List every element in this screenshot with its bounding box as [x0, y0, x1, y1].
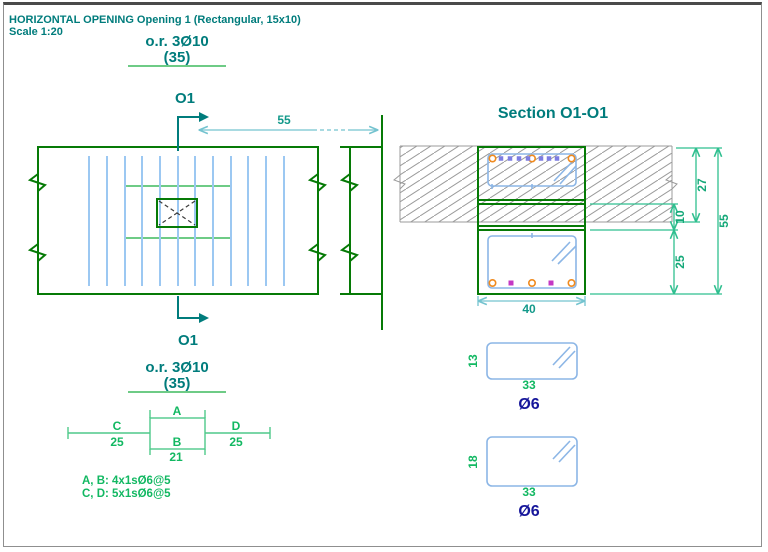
section-marker-top: O1 [175, 90, 209, 151]
drawing-title: HORIZONTAL OPENING Opening 1 (Rectangula… [9, 14, 301, 26]
stirrup-hook [552, 346, 571, 366]
section-marker-bottom: O1 [177, 296, 209, 349]
top-rebar-sections [488, 154, 576, 163]
plan-view: O1 O1 55 o.r. 3Ø10 (35) [27, 33, 383, 393]
section-marker-arrow [199, 112, 209, 122]
opening-rect [156, 198, 198, 228]
slab-rebar-lines [88, 156, 285, 286]
top-rebar-callout: o.r. 3Ø10 (35) [128, 33, 226, 67]
break-symbol [339, 173, 359, 192]
break-symbol [27, 173, 47, 192]
stirrup-schematic: A C D 25 25 B 21 A, B: 4x1sØ6@5 C, D: 5x… [67, 404, 271, 500]
stirrup1-width-dim: 33 [522, 378, 536, 392]
schematic-note-1: A, B: 4x1sØ6@5 [82, 475, 171, 487]
segment-c-dim: 25 [110, 435, 124, 449]
section-view: Section O1-O1 [393, 105, 731, 316]
stirrup2-diameter-label: Ø6 [518, 503, 539, 520]
segment-c-label: C [113, 419, 122, 433]
stirrup-hook [553, 161, 573, 182]
break-symbol [339, 243, 359, 262]
break-symbol [665, 174, 678, 190]
dim-top-label: 27 [695, 178, 709, 192]
section-top-stirrup [487, 153, 577, 189]
segment-b-label: B [173, 435, 182, 449]
section-title: Section O1-O1 [498, 105, 608, 122]
stirrup-hook [558, 444, 576, 463]
drawing-scale: Scale 1:20 [9, 26, 63, 38]
drawing-frame [3, 2, 762, 547]
section-beam-outline [477, 146, 586, 295]
slab-outline [27, 115, 383, 330]
dim-gap-label: 10 [673, 210, 687, 224]
section-marker-top-label: O1 [175, 90, 195, 107]
schematic-note-2: C, D: 5x1sØ6@5 [82, 488, 171, 500]
stirrup1-diameter-label: Ø6 [518, 396, 539, 413]
stirrup2-height-dim: 18 [466, 455, 480, 469]
bottom-rebar-label: o.r. 3Ø10 [145, 359, 208, 376]
break-symbol [27, 243, 47, 262]
stirrup-hook [558, 350, 576, 369]
section-marker-bottom-label: O1 [178, 332, 198, 349]
segment-a-label: A [173, 404, 182, 418]
stirrup2-width-dim: 33 [522, 485, 536, 499]
top-rebar-count: (35) [164, 49, 191, 66]
stirrup-hook [552, 440, 571, 460]
dim-width-label: 40 [522, 302, 536, 316]
break-symbol [307, 243, 327, 262]
bottom-rebar-count: (35) [164, 375, 191, 392]
plan-width-dimension: 55 [199, 113, 378, 130]
stirrup1-height-dim: 13 [466, 354, 480, 368]
bottom-rebar-callout: o.r. 3Ø10 (35) [128, 359, 226, 393]
opening-cross-line [158, 200, 196, 226]
stirrup-hook [551, 241, 571, 262]
segment-d-dim: 25 [229, 435, 243, 449]
slab-hatch-band [393, 145, 678, 223]
section-marker-arrow [199, 313, 209, 323]
segment-b-dim: 21 [169, 450, 183, 464]
section-dimensions: 10 25 27 55 40 [477, 147, 731, 316]
stirrup-hook [557, 245, 577, 265]
top-rebar-label: o.r. 3Ø10 [145, 33, 208, 50]
plan-width-dim-label: 55 [277, 113, 291, 127]
dim-total-label: 55 [717, 214, 731, 228]
break-symbol [393, 174, 406, 190]
drawing-header: HORIZONTAL OPENING Opening 1 (Rectangula… [9, 14, 301, 38]
stirrup-detail-1: 13 33 Ø6 [466, 342, 578, 413]
stirrup-hook [559, 165, 577, 185]
segment-d-label: D [232, 419, 241, 433]
break-symbol [307, 173, 327, 192]
stirrup-detail-2: 18 33 Ø6 [466, 436, 578, 520]
section-bottom-stirrup [487, 233, 577, 289]
dim-bottom-label: 25 [673, 255, 687, 269]
bottom-rebar-sections [488, 278, 576, 287]
